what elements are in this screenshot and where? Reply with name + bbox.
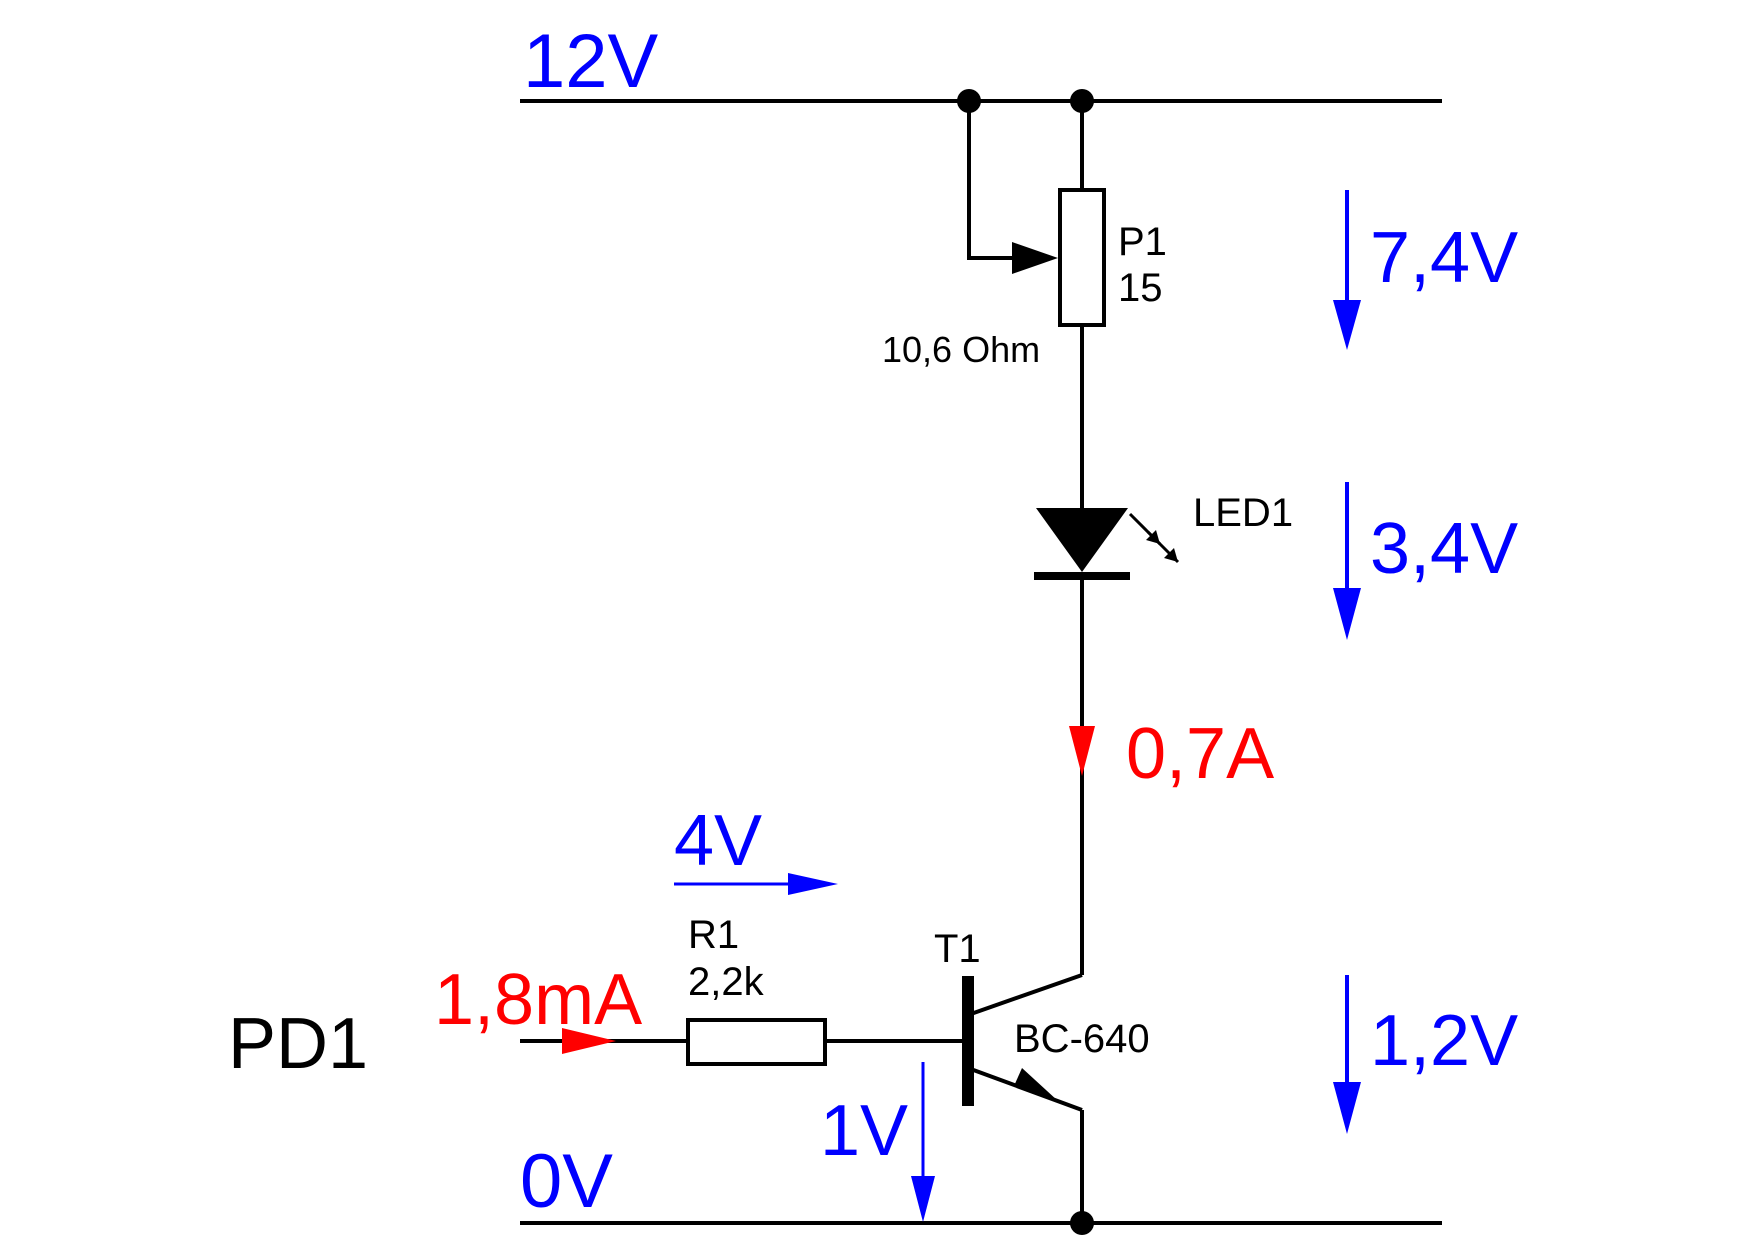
npn-transistor-icon [962,973,1084,1223]
p1-drop-label: 7,4V [1370,218,1518,298]
base-current-label: 1,8mA [434,960,642,1040]
r1-value-label: 2,2k [688,960,765,1004]
base-current-arrow-icon [562,1028,616,1054]
resistor-icon [686,1018,827,1066]
base-voltage-arrow-icon [911,1176,935,1222]
t1-type-label: BC-640 [1014,1017,1150,1061]
led-drop-arrow-icon [1333,588,1361,640]
p1-name-label: P1 [1118,220,1167,264]
r1-voltage-arrow-icon [788,873,838,895]
t1-name-label: T1 [934,927,981,971]
base-voltage-label: 1V [820,1091,908,1171]
p1-setting-label: 10,6 Ohm [882,329,1040,370]
p1-value-label: 15 [1118,266,1163,310]
rail-label-12v: 12V [523,19,659,104]
wiper-arrow-icon [1012,242,1058,274]
led-drop-label: 3,4V [1370,509,1518,589]
wiper-wire [967,101,1012,260]
collector-current-label: 0,7A [1126,714,1274,794]
input-label-pd1: PD1 [228,1004,368,1084]
p1-drop-arrow-icon [1333,300,1361,350]
collector-current-arrow-icon [1069,726,1095,776]
potentiometer-icon [1058,188,1106,327]
rail-label-0v: 0V [520,1139,613,1224]
ce-drop-arrow-icon [1333,1082,1361,1134]
led-name-label: LED1 [1193,491,1293,535]
led-icon [1034,508,1180,580]
r1-voltage-label: 4V [674,801,762,881]
ce-drop-label: 1,2V [1370,1001,1518,1081]
r1-name-label: R1 [688,913,739,957]
